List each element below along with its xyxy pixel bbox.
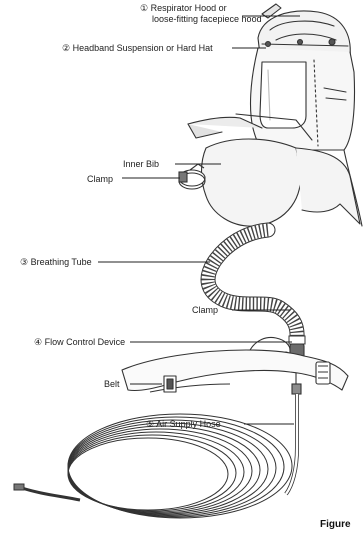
- label-clamp-top: Clamp: [87, 174, 113, 184]
- label-breathing-tube: ③ Breathing Tube: [20, 257, 92, 267]
- label-belt: Belt: [104, 379, 120, 389]
- label-headband-suspension: ② Headband Suspension or Hard Hat: [62, 43, 213, 53]
- respirator-hood: [188, 4, 362, 226]
- air-supply-hose-illustration: [14, 394, 297, 518]
- figure-caption: Figure: [320, 519, 351, 530]
- label-air-supply-hose: ⑤ Air Supply Hose: [146, 419, 221, 429]
- label-respirator-hood-subtitle: loose-fitting facepiece hood: [152, 14, 262, 24]
- label-respirator-hood: ① Respirator Hood or: [140, 3, 227, 13]
- label-clamp-bottom: Clamp: [192, 305, 218, 315]
- breathing-tube-illustration: [208, 230, 305, 344]
- label-flow-control-device: ④ Flow Control Device: [34, 337, 125, 347]
- label-inner-bib: Inner Bib: [123, 159, 159, 169]
